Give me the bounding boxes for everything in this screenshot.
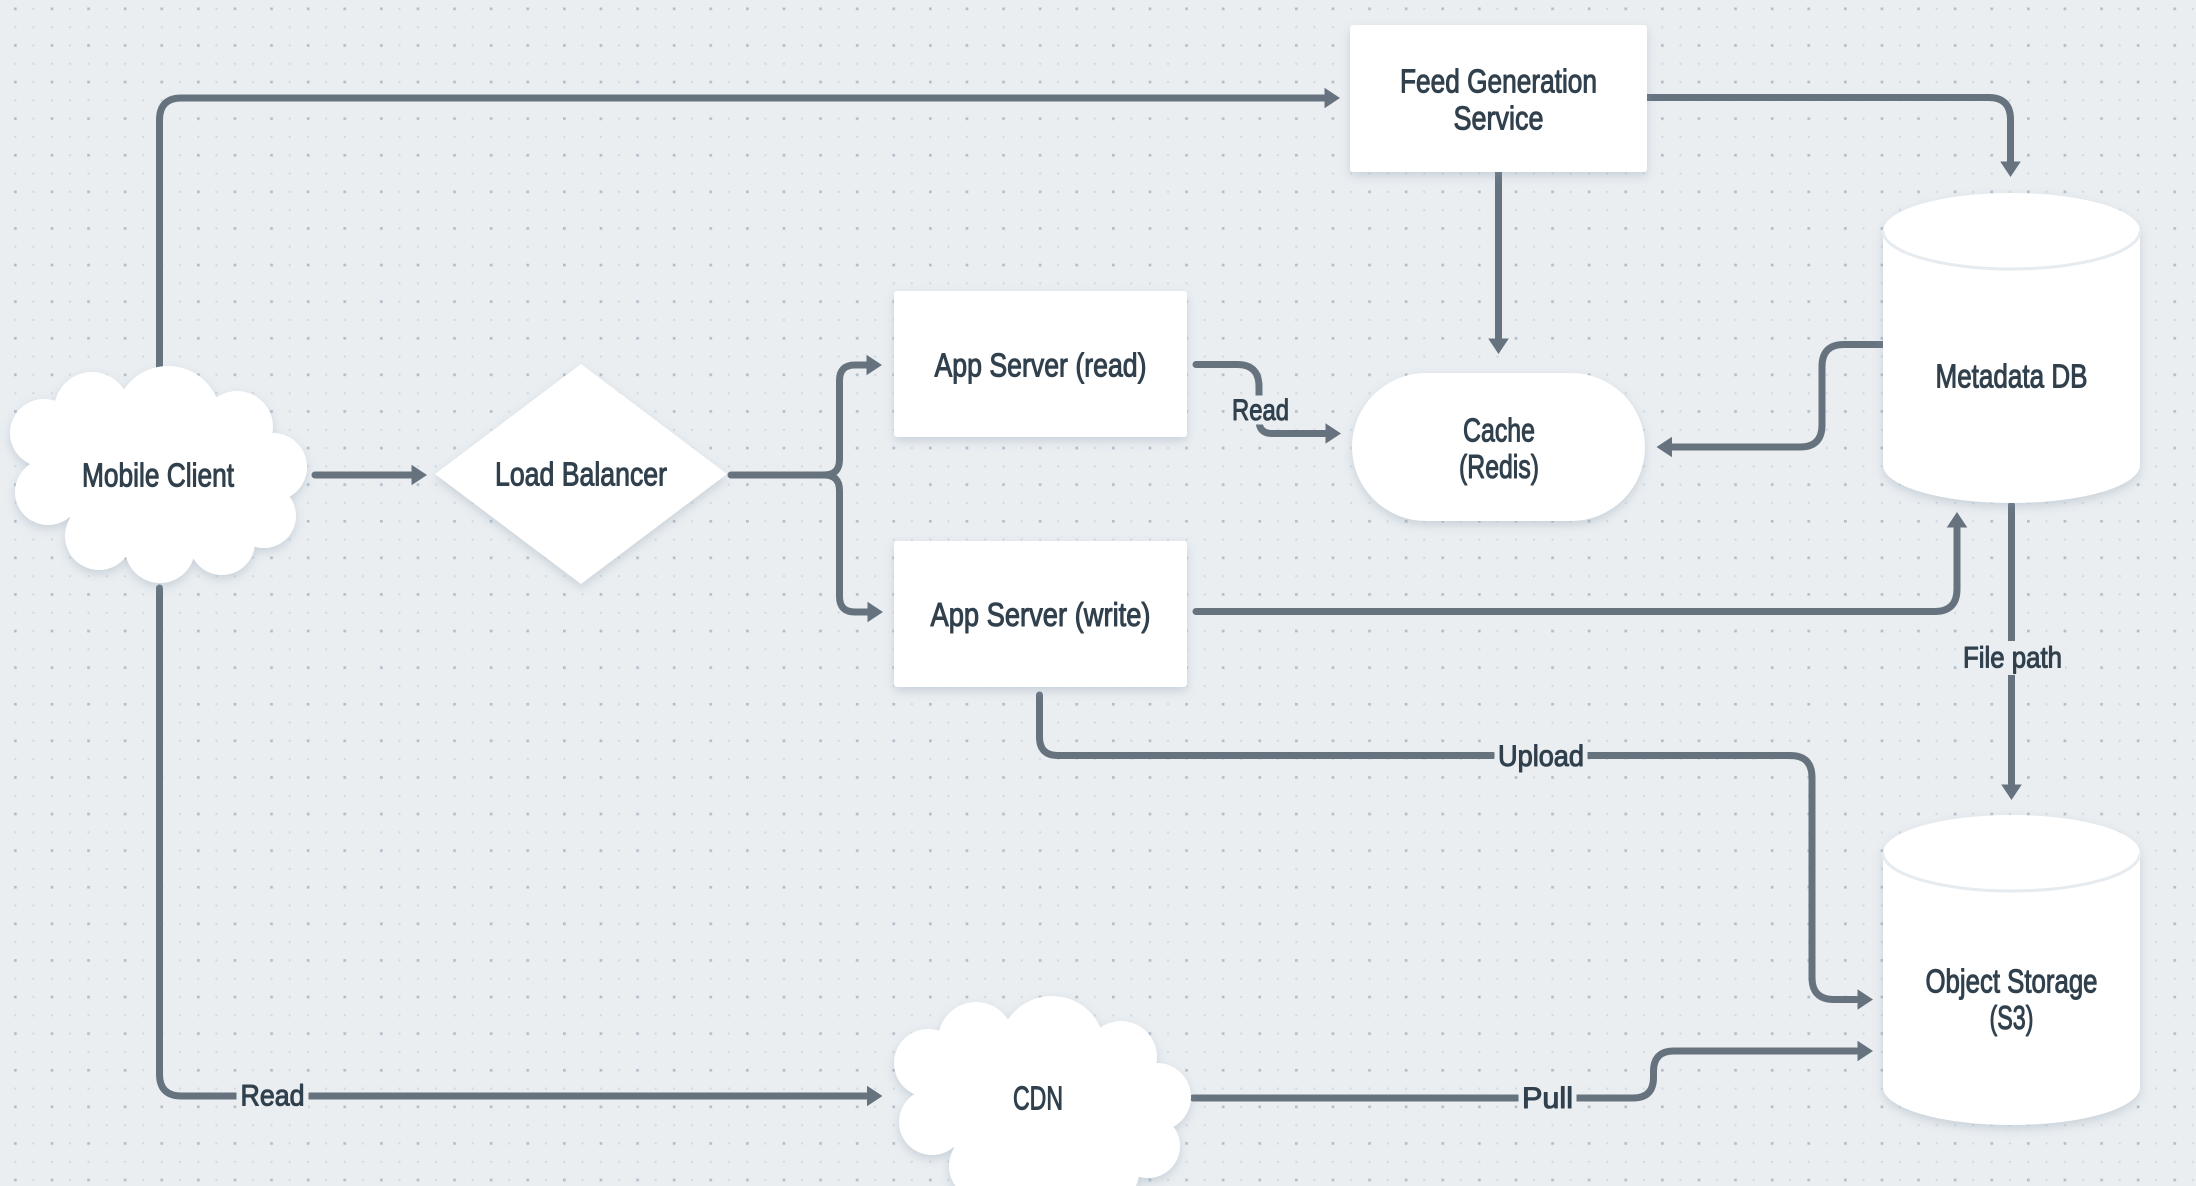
svg-text:Read: Read bbox=[1232, 394, 1289, 427]
svg-text:Object Storage: Object Storage bbox=[1926, 963, 2098, 1000]
svg-text:Load Balancer: Load Balancer bbox=[495, 456, 667, 493]
svg-text:Read: Read bbox=[241, 1080, 305, 1113]
svg-text:Feed Generation: Feed Generation bbox=[1400, 63, 1597, 100]
svg-text:Service: Service bbox=[1454, 100, 1544, 137]
svg-text:Cache: Cache bbox=[1463, 412, 1535, 449]
svg-text:(Redis): (Redis) bbox=[1459, 448, 1539, 485]
svg-text:File path: File path bbox=[1963, 642, 2062, 675]
svg-text:Pull: Pull bbox=[1522, 1082, 1573, 1115]
svg-text:Upload: Upload bbox=[1498, 740, 1584, 773]
svg-text:(S3): (S3) bbox=[1990, 999, 2034, 1036]
svg-text:Metadata DB: Metadata DB bbox=[1936, 358, 2088, 395]
svg-text:App Server (write): App Server (write) bbox=[931, 596, 1151, 633]
svg-text:Mobile Client: Mobile Client bbox=[82, 457, 234, 494]
svg-text:CDN: CDN bbox=[1013, 1080, 1063, 1117]
svg-text:App Server (read): App Server (read) bbox=[935, 347, 1147, 384]
